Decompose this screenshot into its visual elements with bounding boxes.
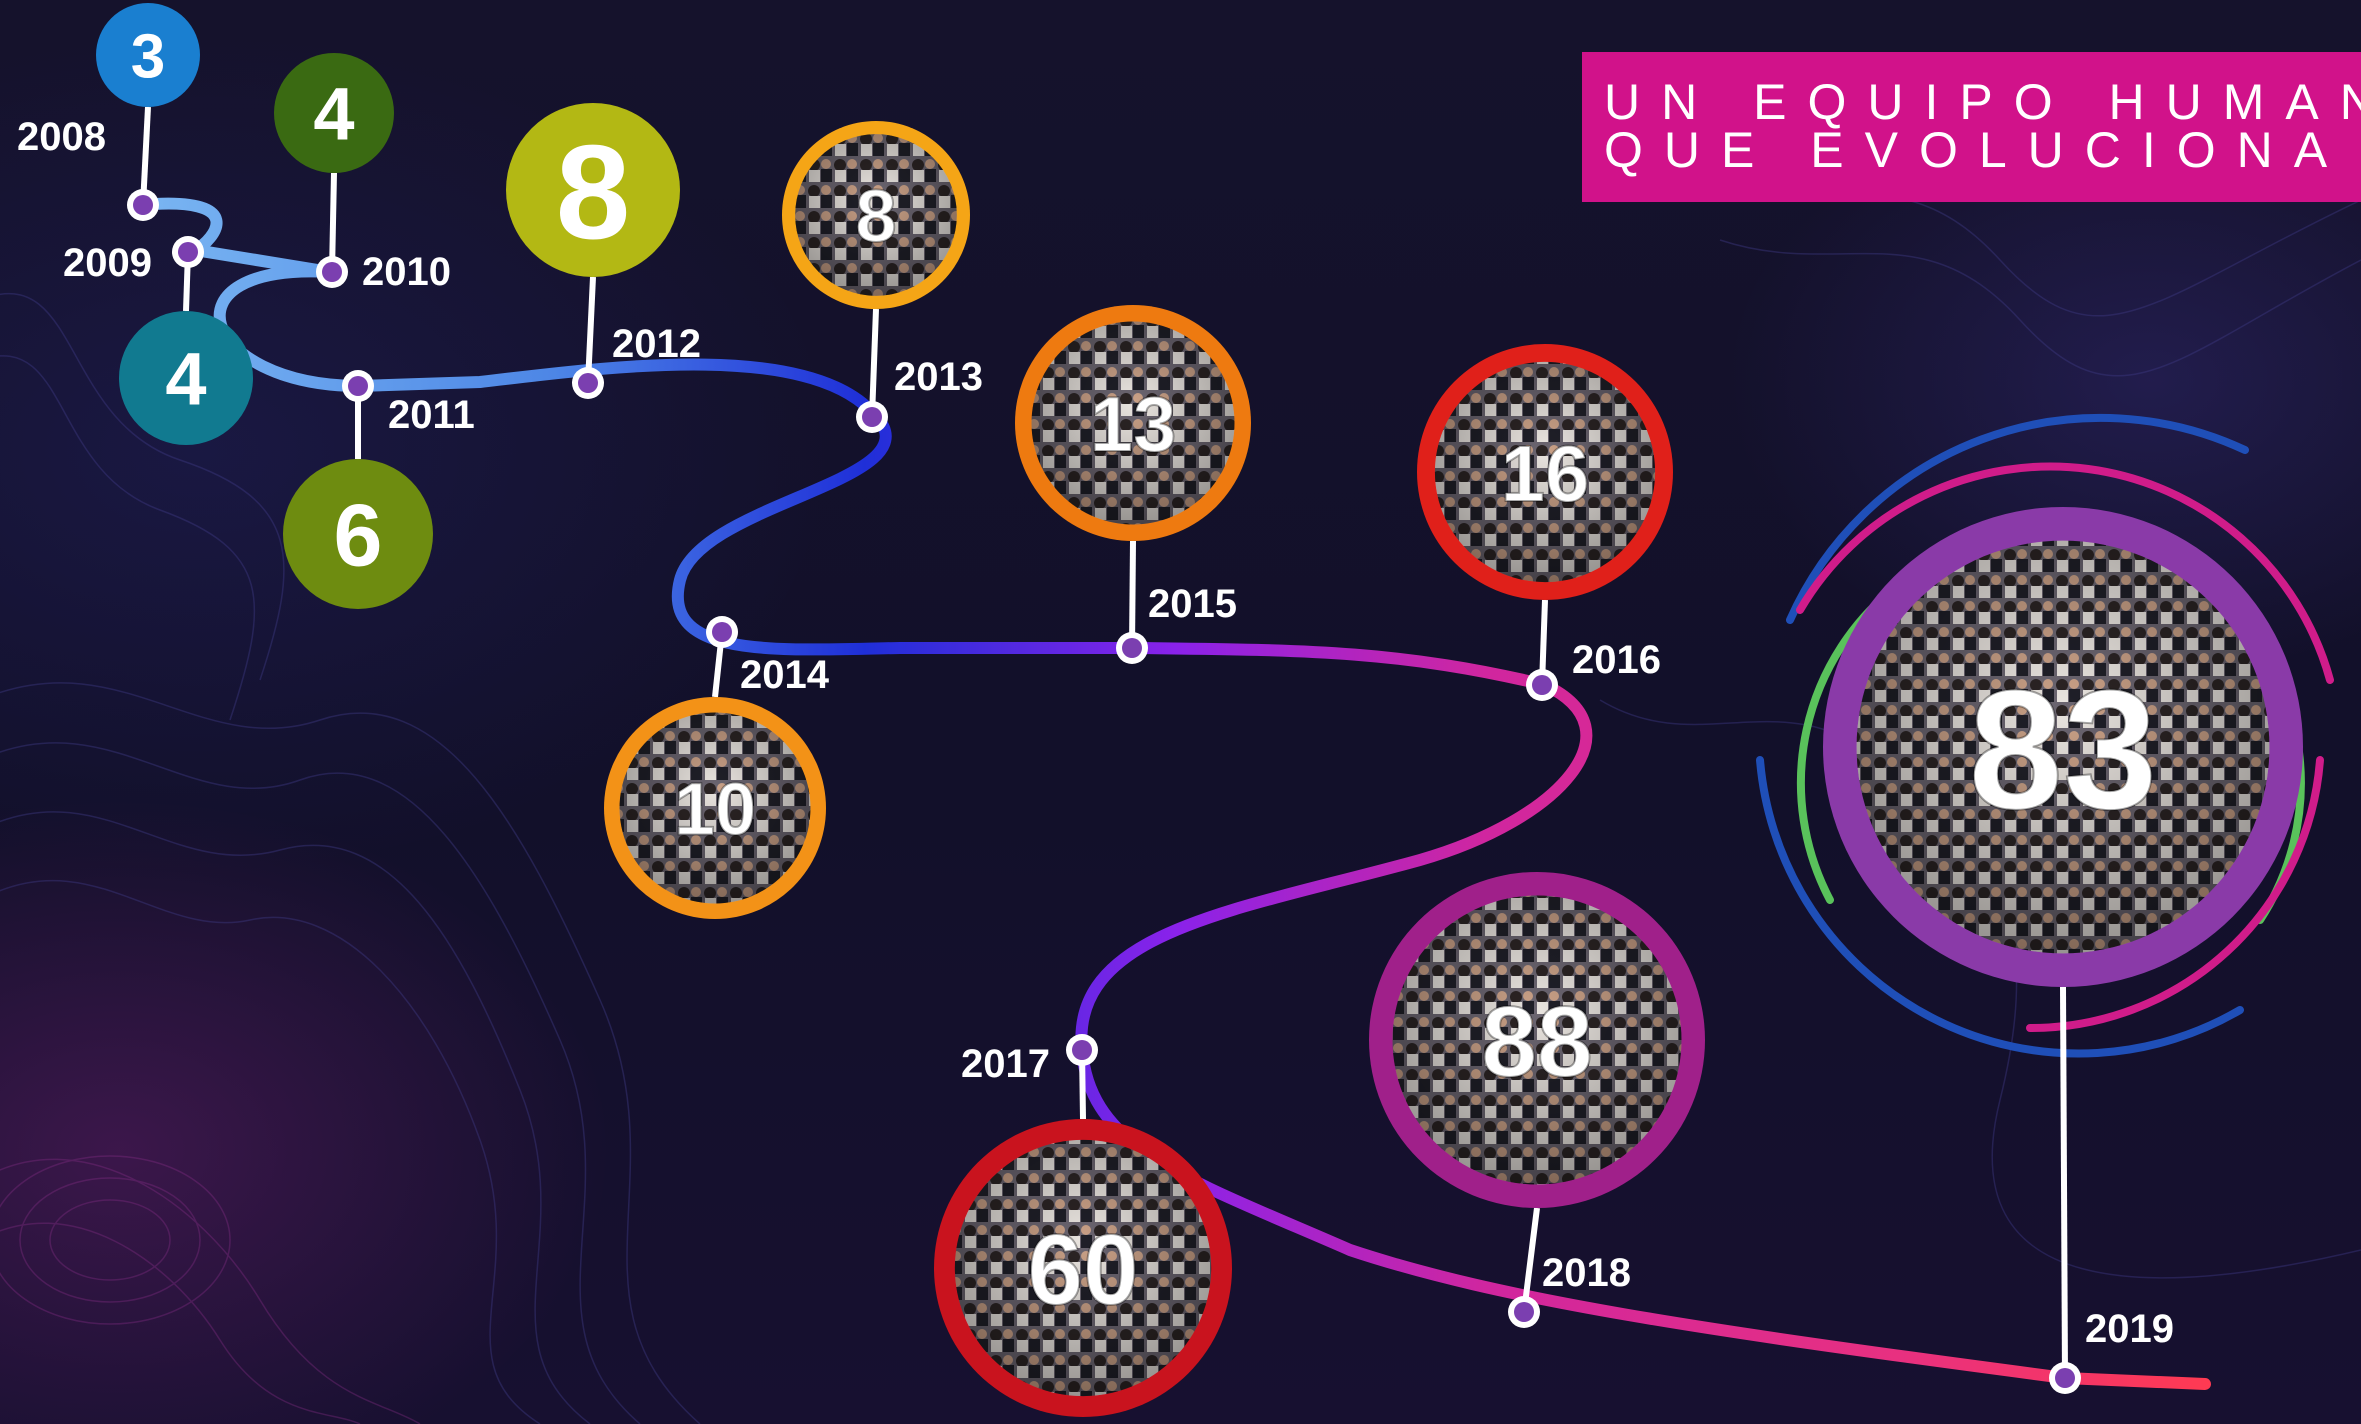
team-count: 6 (334, 486, 383, 585)
year-label: 2009 (63, 241, 152, 285)
connector-line (329, 172, 337, 273)
year-label: 2018 (1542, 1251, 1631, 1295)
milestone-circle (283, 459, 433, 609)
milestone-2008: 3 2008 (17, 3, 200, 221)
team-count: 10 (674, 768, 756, 851)
year-label: 2015 (1148, 582, 1237, 626)
year-label: 2012 (612, 322, 701, 366)
milestone-2016: 16 2016 (1417, 344, 1673, 701)
connector-line (2060, 986, 2068, 1379)
team-count: 13 (1090, 380, 1177, 468)
team-count: 8 (855, 175, 896, 258)
team-count: 4 (165, 338, 206, 421)
milestone-2017: 60 2017 (934, 1034, 1232, 1417)
year-label: 2013 (894, 355, 983, 399)
milestone-2011: 6 2011 (283, 370, 475, 609)
year-label: 2011 (388, 393, 475, 437)
milestone-2010: 4 2010 (274, 53, 451, 294)
team-count: 3 (131, 22, 165, 91)
year-label: 2008 (17, 115, 106, 159)
year-label: 2014 (740, 653, 830, 697)
team-count: 60 (1027, 1214, 1138, 1326)
team-count: 4 (313, 73, 354, 156)
team-count: 16 (1501, 429, 1590, 518)
milestone-2015: 13 2015 (1015, 305, 1251, 664)
year-label: 2017 (961, 1042, 1050, 1086)
banner-line-2: QUE EVOLUCIONA (1604, 122, 2349, 178)
banner-line-1: UN EQUIPO HUMANO (1604, 74, 2361, 130)
milestone-2012: 8 2012 (506, 103, 701, 399)
connector-line (1521, 1207, 1540, 1313)
team-count: 8 (556, 118, 631, 267)
connector-line (140, 106, 151, 206)
milestone-2019: 83 2019 (1823, 507, 2303, 1394)
connector-line (585, 276, 596, 384)
milestone-circle (274, 53, 394, 173)
milestone-circle (506, 103, 680, 277)
year-label: 2016 (1572, 638, 1661, 682)
milestone-circle (119, 311, 253, 445)
milestone-2018: 88 2018 (1369, 872, 1705, 1328)
team-count: 88 (1481, 986, 1592, 1098)
title-banner: UN EQUIPO HUMANO QUE EVOLUCIONA (1582, 52, 2361, 202)
milestone-2009: 4 2009 (63, 236, 253, 445)
year-label: 2010 (362, 250, 451, 294)
year-label: 2019 (2085, 1307, 2174, 1351)
connector-line (1129, 540, 1136, 649)
milestone-2013: 8 2013 (782, 121, 983, 433)
team-count: 83 (1968, 655, 2157, 845)
milestone-2014: 10 2014 (604, 616, 830, 919)
milestone-circle (96, 3, 200, 107)
connector-line (869, 308, 879, 418)
